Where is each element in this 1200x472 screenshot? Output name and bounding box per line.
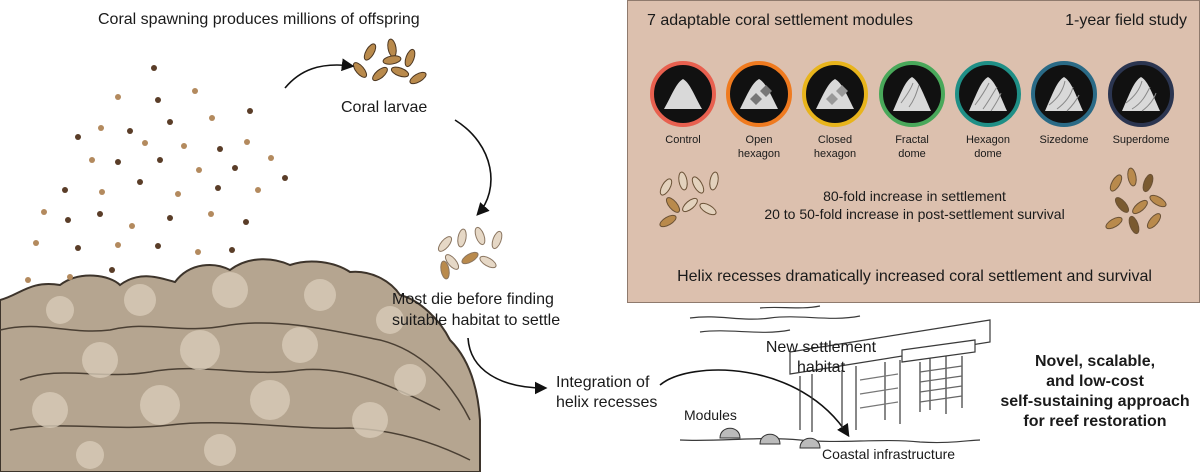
arrow-larvae-to-settle	[454, 119, 492, 216]
module-label: Superdome	[1112, 134, 1170, 146]
field-study-panel: 7 adaptable coral settlement modules 1-y…	[627, 0, 1200, 303]
module-hexagon-dome: Hexagon dome	[953, 61, 1023, 161]
module-fractal-dome: Fractal dome	[877, 61, 947, 161]
module-sizedome: Sizedome	[1029, 61, 1099, 147]
module-label-2: hexagon	[737, 148, 781, 160]
die-caption-line1: Most die before finding	[392, 291, 554, 308]
modules-on-seabed	[719, 427, 821, 449]
summary-line4: for reef restoration	[1023, 413, 1167, 430]
integration-caption-line2: helix recesses	[556, 394, 658, 411]
module-photo	[802, 61, 868, 127]
dome-icon	[740, 79, 778, 109]
larvae-cluster-dying	[437, 226, 503, 280]
die-caption-line2: suitable habitat to settle	[392, 312, 561, 329]
module-open-hexagon: Open hexagon	[724, 61, 794, 161]
coastal-infrastructure-scene	[679, 305, 991, 444]
larvae-cluster-healthy	[352, 38, 427, 85]
module-photo	[1031, 61, 1097, 127]
module-label: Sizedome	[1039, 134, 1089, 146]
panel-conclusion: Helix recesses dramatically increased co…	[677, 268, 1152, 285]
panel-title: 7 adaptable coral settlement modules	[647, 12, 913, 29]
module-label: Hexagon	[965, 134, 1011, 146]
module-label-2: dome	[974, 148, 1002, 160]
spawning-caption: Coral spawning produces millions of offs…	[98, 11, 420, 28]
dome-icon	[1045, 77, 1083, 112]
module-label-2: dome	[898, 148, 926, 160]
module-label: Open	[745, 134, 773, 146]
infrastructure-label: Coastal infrastructure	[822, 446, 956, 462]
larvae-caption: Coral larvae	[341, 99, 428, 116]
module-photo	[726, 61, 792, 127]
summary-line2: and low-cost	[1046, 373, 1144, 390]
modules-label: Modules	[684, 407, 737, 423]
module-label: Control	[665, 134, 701, 146]
dome-icon	[1122, 77, 1160, 112]
panel-study-duration: 1-year field study	[1065, 12, 1187, 29]
module-photo	[955, 61, 1021, 127]
arrow-die-to-integration	[467, 337, 548, 395]
arrow-integration-to-infrastructure	[659, 369, 850, 438]
coral-reef-illustration	[0, 258, 481, 472]
dome-icon	[893, 77, 931, 111]
module-photo	[1108, 61, 1174, 127]
module-photo	[879, 61, 945, 127]
module-label: Fractal	[895, 134, 929, 146]
module-superdome: Superdome	[1106, 61, 1176, 147]
module-control: Control	[648, 61, 718, 147]
summary-line3: self-sustaining approach	[1000, 393, 1190, 410]
module-label-2: hexagon	[813, 148, 857, 160]
integration-caption-line1: Integration of	[556, 374, 650, 391]
stat-survival: 20 to 50-fold increase in post-settlemen…	[764, 206, 1065, 222]
coral-spawn-particles	[25, 65, 288, 283]
arrow-spawn-to-larvae	[284, 58, 355, 89]
habitat-label-line1: New settlement	[765, 339, 877, 356]
dome-icon	[969, 77, 1007, 112]
panel-larvae	[659, 167, 1167, 235]
dome-icon	[664, 79, 702, 109]
module-photo	[650, 61, 716, 127]
stat-settlement: 80-fold increase in settlement	[823, 188, 1006, 204]
summary-line1: Novel, scalable,	[1034, 353, 1156, 370]
habitat-label-line2: habitat	[796, 359, 846, 376]
dome-icon	[816, 79, 854, 109]
module-closed-hexagon: Closed hexagon	[800, 61, 870, 161]
module-label: Closed	[817, 134, 853, 146]
